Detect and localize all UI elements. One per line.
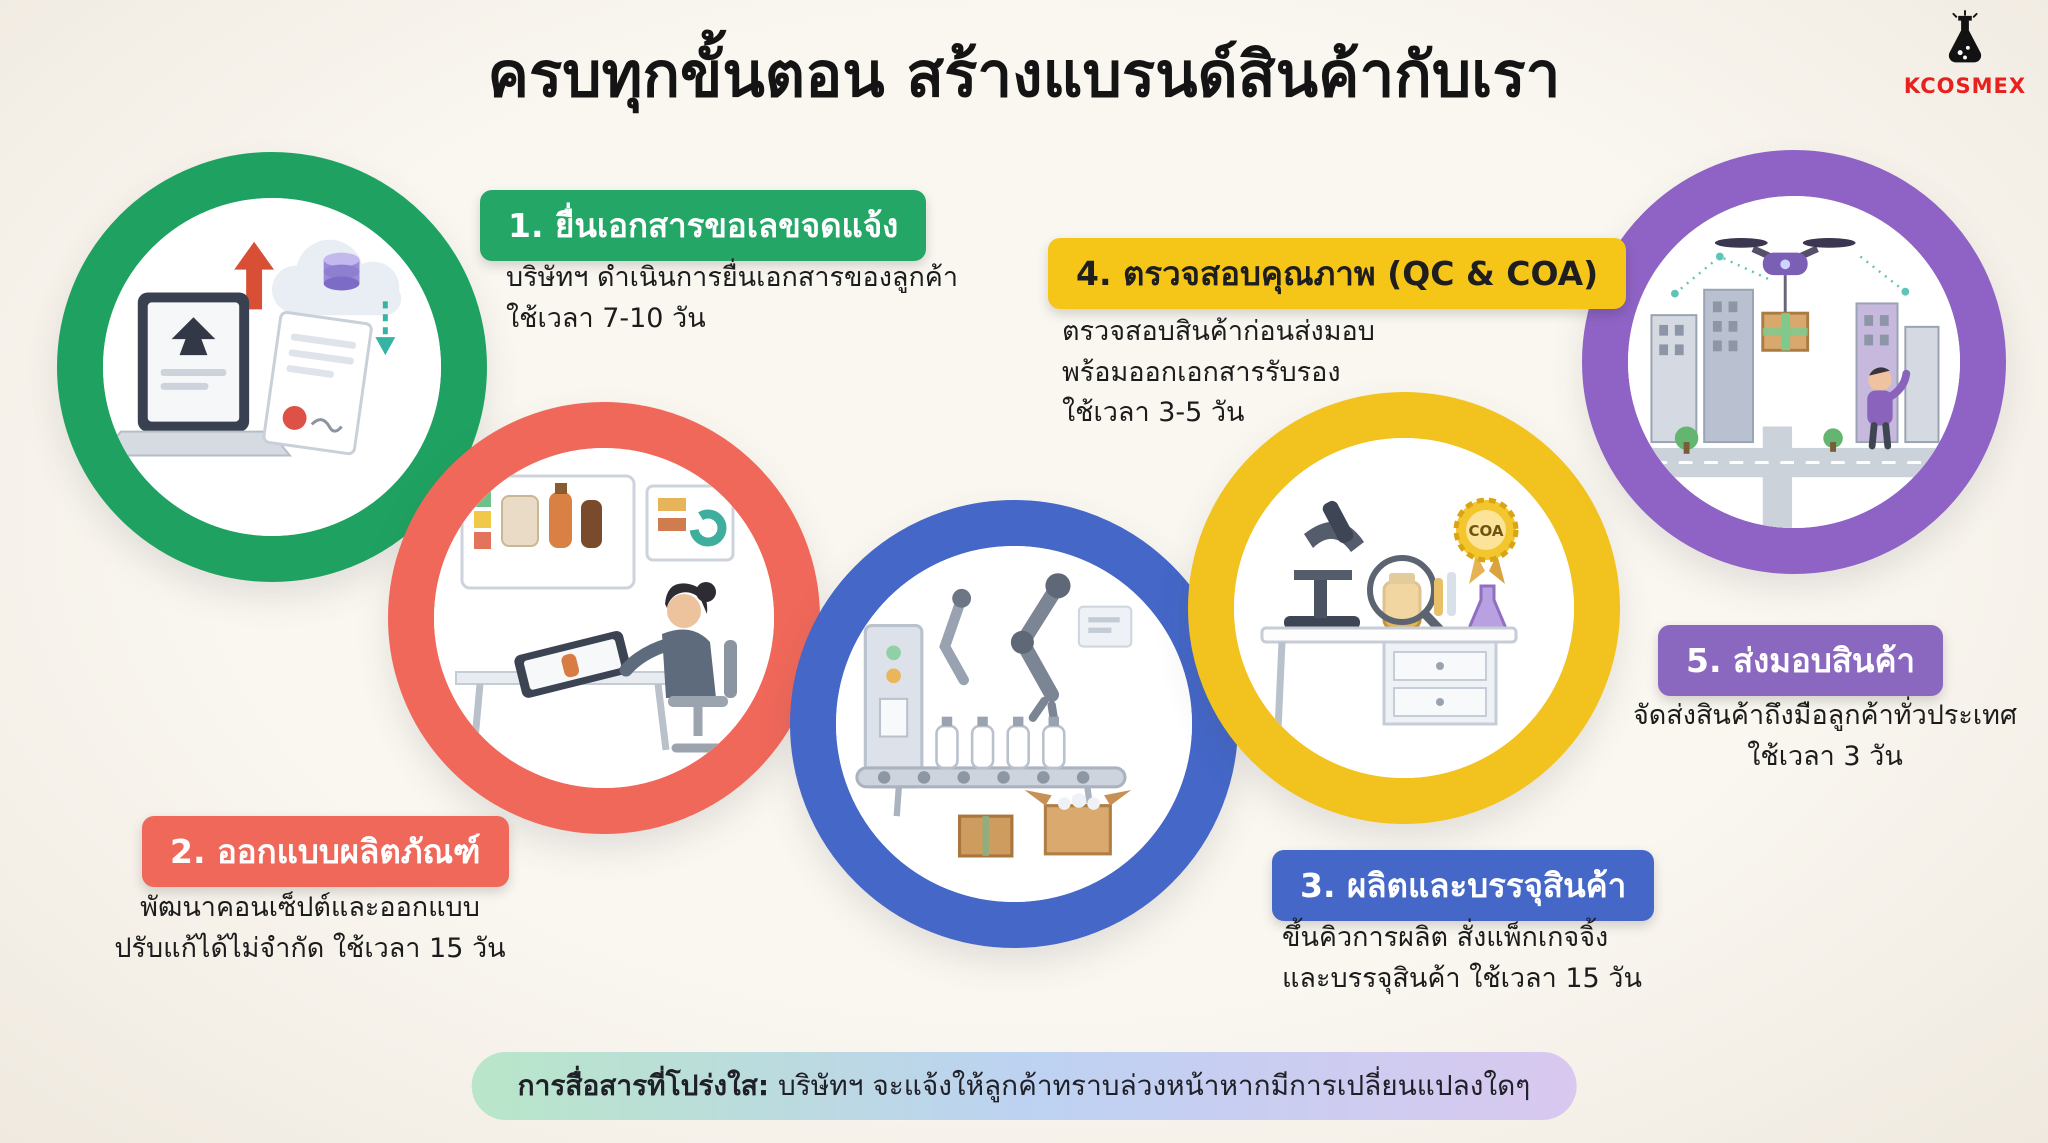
- step-illustration-3: [836, 546, 1192, 902]
- network-dots: [1674, 255, 1907, 295]
- footer-note-lead: การสื่อสารที่โปร่งใส:: [517, 1069, 770, 1102]
- package-icon: [1761, 311, 1810, 352]
- desc-line: พร้อมออกเอกสารรับรอง: [1062, 356, 1341, 388]
- robot-arm-icon: [1010, 573, 1071, 730]
- step-circle-4: COA: [1188, 392, 1620, 824]
- bottles-on-belt: [935, 724, 1066, 770]
- upload-arrow-icon: [234, 241, 274, 310]
- laptop-document-cloud-upload-illustration: [103, 239, 402, 457]
- building-windows: [1659, 301, 1889, 356]
- drone-icon: [1714, 237, 1856, 276]
- step-badge-5: 5. ส่งมอบสินค้า: [1658, 625, 1944, 696]
- drone-delivery-over-city-illustration: [1628, 237, 1960, 528]
- step-badge-1: 1. ยื่นเอกสารขอเลขจดแจ้ง: [480, 190, 927, 261]
- filling-machine-icon: [863, 624, 924, 789]
- coa-badge-icon: COA: [1453, 497, 1519, 584]
- conveyor-belt: [855, 766, 1127, 817]
- flask-icon: [1948, 10, 1982, 63]
- page-title: ครบทุกขั้นตอน สร้างแบรนด์สินค้ากับเรา: [487, 38, 1561, 111]
- desc-line: จัดส่งสินค้าถึงมือลูกค้าทั่วประเทศ: [1632, 700, 2018, 731]
- design-panel-icon: [645, 484, 735, 562]
- desc-line: ขึ้นคิวการผลิต สั่งแพ็กเกจจิ้ง: [1282, 922, 1609, 953]
- robot-arm-small-icon: [939, 588, 972, 686]
- step-desc-5: จัดส่งสินค้าถึงมือลูกค้าทั่วประเทศ ใช้เว…: [1605, 696, 2045, 777]
- step-illustration-4: COA: [1234, 438, 1574, 778]
- brand-logo: KCOSMEX: [1900, 10, 2030, 98]
- moodboard-icon: [460, 474, 636, 590]
- step-illustration-2: [434, 448, 774, 788]
- road-crossing: [1628, 426, 1960, 528]
- step-circle-2: [388, 402, 820, 834]
- database-icon: [323, 252, 360, 291]
- brand-name: KCOSMEX: [1903, 74, 2027, 98]
- desc-line: ใช้เวลา 3 วัน: [1747, 740, 1903, 772]
- sync-arrow-icon: [375, 301, 396, 356]
- desc-line: ใช้เวลา 7-10 วัน: [506, 302, 706, 334]
- desc-line: พัฒนาคอนเซ็ปต์และออกแบบ: [140, 892, 480, 923]
- qc-lab-microscope-coa-illustration: COA: [1260, 497, 1519, 731]
- footer-note-text: บริษัทฯ จะแจ้งให้ลูกค้าทราบล่วงหน้าหากมี…: [769, 1069, 1531, 1102]
- step-desc-3: ขึ้นคิวการผลิต สั่งแพ็กเกจจิ้ง และบรรจุส…: [1282, 918, 1642, 999]
- step-badge-3: 3. ผลิตและบรรจุสินค้า: [1272, 850, 1655, 921]
- drawing-tablet-icon: [514, 631, 631, 698]
- document-icon: [262, 310, 373, 456]
- test-tubes-icon: [1434, 572, 1456, 616]
- desc-line: และบรรจุสินค้า ใช้เวลา 15 วัน: [1282, 962, 1642, 994]
- designer-at-drawing-tablet-illustration: [455, 474, 737, 753]
- wall-frame: [1077, 605, 1133, 648]
- step-badge-4: 4. ตรวจสอบคุณภาพ (QC & COA): [1048, 238, 1627, 309]
- step-illustration-5: [1628, 196, 1960, 528]
- step-desc-4: ตรวจสอบสินค้าก่อนส่งมอบ พร้อมออกเอกสารรั…: [1062, 312, 1375, 434]
- desc-line: ใช้เวลา 3-5 วัน: [1062, 397, 1245, 428]
- footer-note: การสื่อสารที่โปร่งใส: บริษัทฯ จะแจ้งให้ล…: [471, 1052, 1577, 1120]
- step-desc-2: พัฒนาคอนเซ็ปต์และออกแบบ ปรับแก้ได้ไม่จำก…: [95, 888, 525, 969]
- laptop-icon: [103, 292, 293, 457]
- factory-robot-filling-line-illustration: [855, 573, 1133, 858]
- desc-line: ปรับแก้ได้ไม่จำกัด ใช้เวลา 15 วัน: [114, 932, 506, 964]
- step-illustration-1: [103, 198, 441, 536]
- desc-line: ตรวจสอบสินค้าก่อนส่งมอบ: [1062, 316, 1375, 347]
- person-waving: [1867, 367, 1911, 450]
- coa-label: COA: [1469, 522, 1504, 540]
- lab-table: [1260, 626, 1518, 731]
- packing-boxes-icon: [957, 789, 1132, 858]
- trees: [1674, 426, 1843, 454]
- step-circle-3: [790, 500, 1238, 948]
- city-buildings: [1650, 288, 1940, 444]
- designer-person: [619, 582, 737, 753]
- step-circle-5: [1582, 150, 2006, 574]
- microscope-icon: [1284, 500, 1364, 629]
- step-desc-1: บริษัทฯ ดำเนินการยื่นเอกสารของลูกค้า ใช้…: [506, 258, 958, 339]
- step-badge-2: 2. ออกแบบผลิตภัณฑ์: [142, 816, 509, 887]
- desc-line: บริษัทฯ ดำเนินการยื่นเอกสารของลูกค้า: [506, 262, 959, 293]
